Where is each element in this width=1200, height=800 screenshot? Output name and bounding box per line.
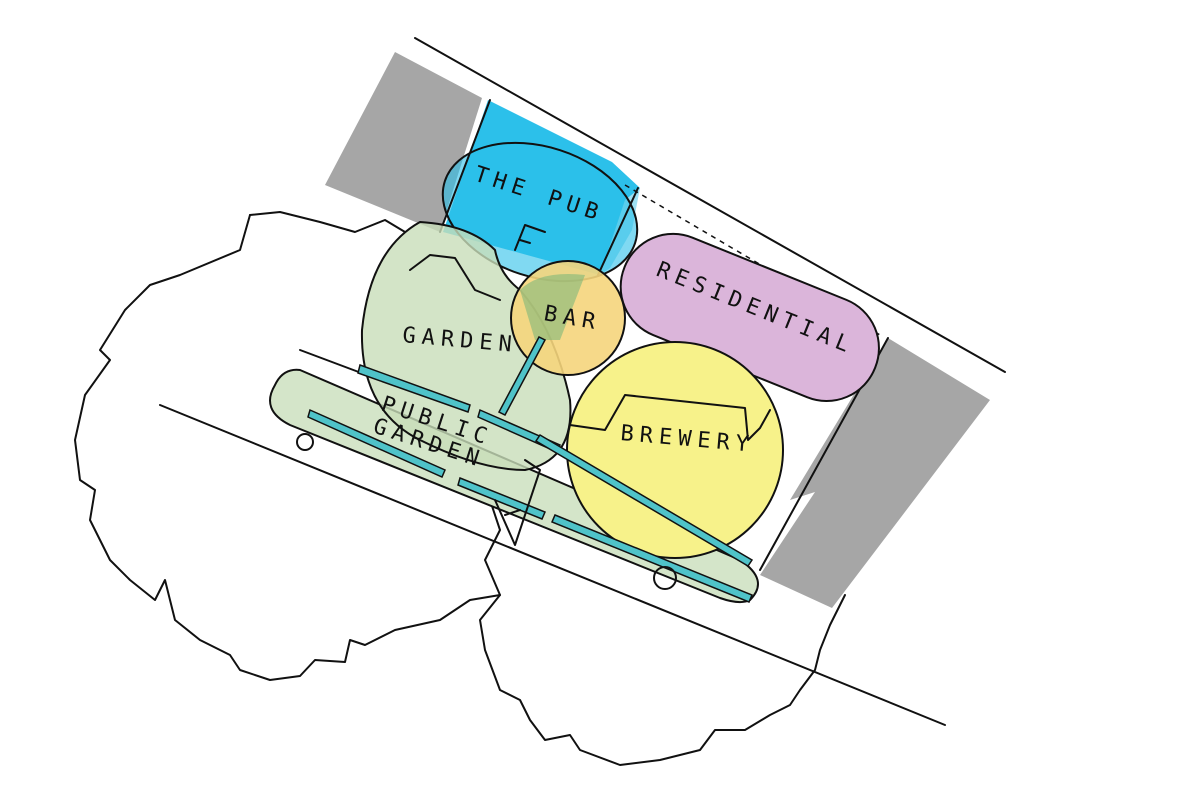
zone-brewery — [566, 341, 784, 559]
tree-canopy-right — [479, 594, 846, 766]
tree-trunk-marker — [653, 566, 677, 590]
zone-garden — [360, 220, 572, 472]
zone-bar-overlap — [520, 274, 585, 340]
pub-wall-right — [597, 187, 639, 276]
walls — [307, 336, 754, 603]
tree-canopy-left-top — [249, 211, 406, 233]
road-edge-top — [414, 37, 1006, 373]
tree-trunk-marker — [296, 433, 314, 451]
pub-wall-left — [439, 99, 491, 233]
tree-canopy-left — [74, 214, 501, 681]
pub-stair — [514, 224, 546, 251]
brewery-wall-line — [569, 394, 771, 441]
garden-path — [409, 254, 501, 301]
building-right — [760, 338, 990, 608]
gate-line — [494, 459, 541, 546]
